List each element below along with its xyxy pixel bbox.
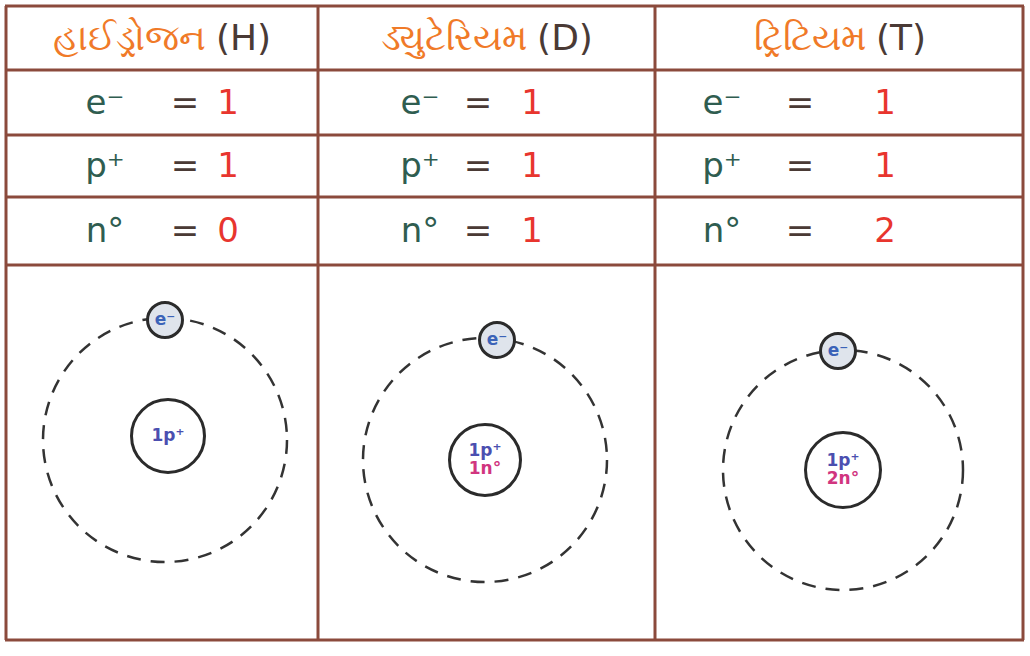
table-grid	[5, 6, 1024, 640]
table-border	[1022, 6, 1025, 640]
particle-symbol: n°	[86, 212, 125, 249]
isotope-name: ટ્રિટિયમ	[754, 18, 866, 58]
orbit-circle	[363, 338, 607, 582]
equals-sign: =	[786, 84, 815, 121]
isotope-symbol: (T)	[876, 18, 926, 58]
particle-count: 0	[217, 212, 239, 249]
table-border	[5, 6, 8, 640]
electron-label: e⁻	[487, 331, 508, 349]
neutron-label: 2n°	[827, 470, 859, 488]
electron-label: e⁻	[828, 342, 849, 360]
nucleus-circle: 1p⁺2n°	[804, 431, 882, 509]
table-border	[317, 6, 320, 640]
orbit-circle	[723, 350, 963, 590]
table-border	[5, 196, 1024, 199]
isotope-name: ડ્યુટેરિયમ	[381, 18, 527, 58]
isotope-name: હાઈડ્રોજન	[53, 18, 206, 58]
column-header: ટ્રિટિયમ(T)	[754, 18, 926, 58]
particle-count: 1	[521, 84, 543, 121]
neutron-label: 1n°	[469, 460, 501, 478]
orbit-circle	[43, 318, 287, 562]
nucleus-circle: 1p⁺	[130, 398, 206, 474]
particle-count: 1	[874, 84, 896, 121]
electron-circle: e⁻	[478, 321, 516, 359]
equals-sign: =	[171, 212, 200, 249]
particle-count: 1	[521, 212, 543, 249]
electron-circle: e⁻	[819, 332, 857, 370]
particle-symbol: n°	[401, 212, 440, 249]
electron-circle: e⁻	[146, 301, 184, 339]
particle-symbol: p⁺	[85, 147, 125, 184]
proton-label: 1p⁺	[469, 442, 502, 460]
proton-label: 1p⁺	[827, 452, 860, 470]
particle-count: 1	[217, 84, 239, 121]
particle-symbol: e⁻	[703, 84, 742, 121]
table-border	[5, 5, 1024, 8]
particle-symbol: p⁺	[702, 147, 742, 184]
equals-sign: =	[171, 84, 200, 121]
particle-count: 1	[217, 147, 239, 184]
table-border	[5, 134, 1024, 137]
table-border	[5, 69, 1024, 72]
isotope-symbol: (D)	[537, 18, 593, 58]
table-border	[654, 6, 657, 640]
equals-sign: =	[786, 212, 815, 249]
particle-symbol: e⁻	[86, 84, 125, 121]
column-header: ડ્યુટેરિયમ(D)	[381, 18, 593, 58]
isotope-symbol: (H)	[216, 18, 271, 58]
column-header: હાઈડ્રોજન(H)	[53, 18, 271, 58]
equals-sign: =	[464, 147, 493, 184]
particle-symbol: p⁺	[400, 147, 440, 184]
particle-count: 1	[874, 147, 896, 184]
electron-label: e⁻	[155, 311, 176, 329]
particle-count: 2	[874, 212, 896, 249]
proton-label: 1p⁺	[152, 427, 185, 445]
equals-sign: =	[171, 147, 200, 184]
particle-symbol: e⁻	[401, 84, 440, 121]
equals-sign: =	[464, 212, 493, 249]
particle-count: 1	[521, 147, 543, 184]
nucleus-circle: 1p⁺1n°	[448, 423, 522, 497]
orbits	[43, 318, 963, 590]
table-border	[5, 264, 1024, 267]
equals-sign: =	[464, 84, 493, 121]
equals-sign: =	[786, 147, 815, 184]
table-border	[5, 639, 1024, 642]
particle-symbol: n°	[703, 212, 742, 249]
